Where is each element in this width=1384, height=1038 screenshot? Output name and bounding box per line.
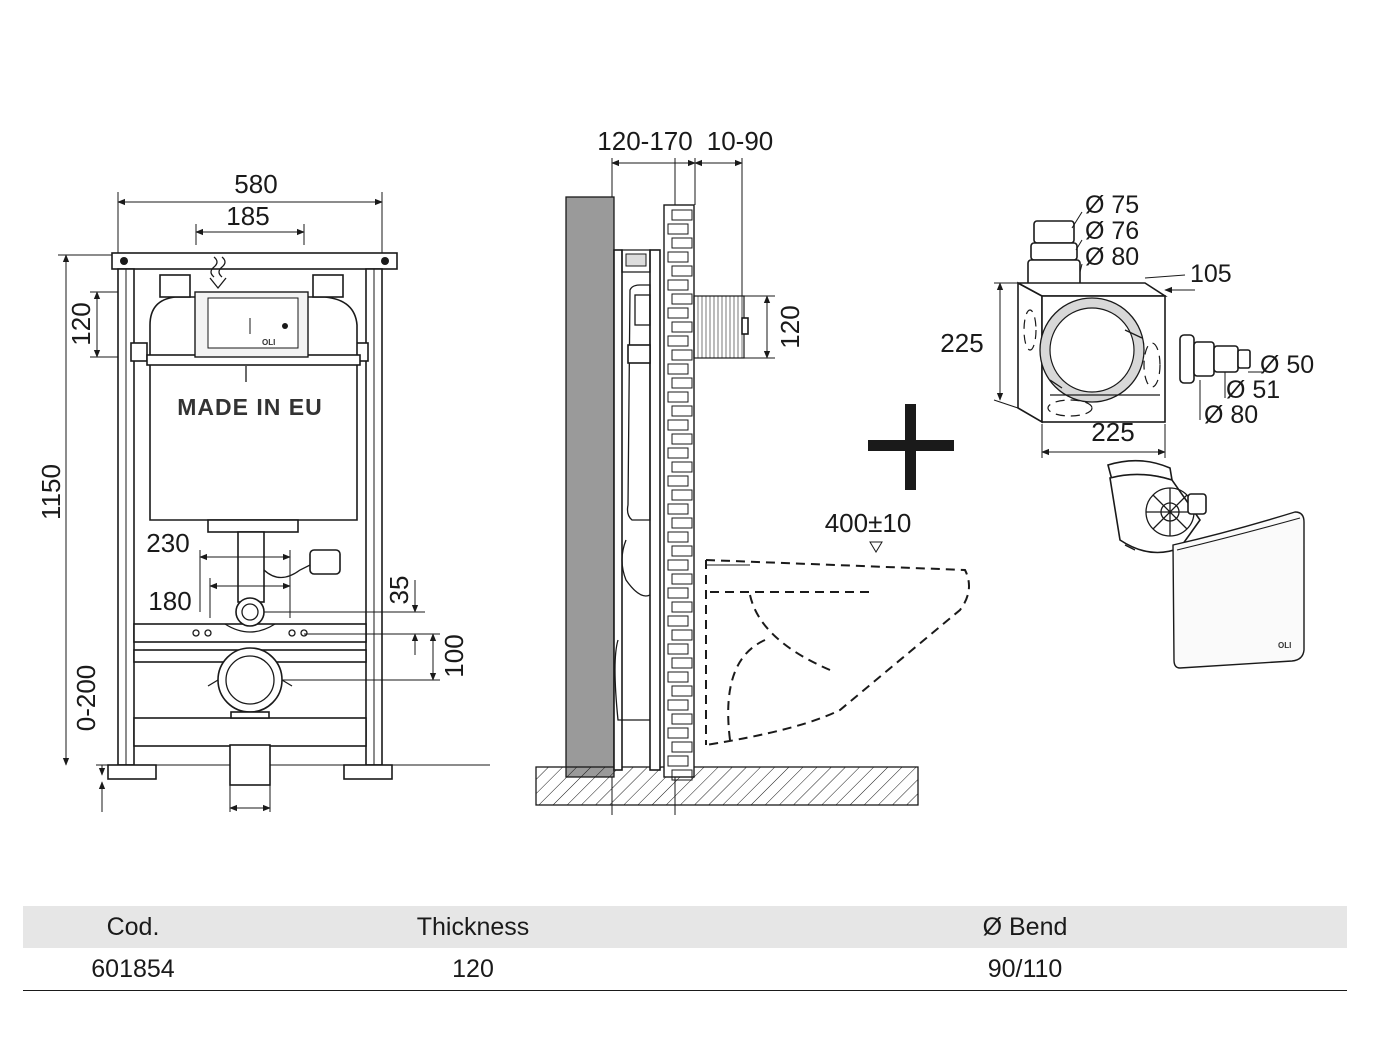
dim-width-inner: 185 (226, 201, 269, 231)
header-thickness: Thickness (243, 906, 703, 948)
dim-bowl-height: 400±10 (825, 508, 912, 538)
fan-accessory: Ø 75 Ø 76 Ø 80 105 225 225 Ø 50 Ø 51 Ø 8… (940, 191, 1314, 669)
header-code: Cod. (23, 906, 243, 948)
dim-wall-range: 10-90 (707, 126, 774, 156)
label-dia-80-top: Ø 80 (1085, 243, 1139, 271)
dim-offset-100: 100 (439, 634, 469, 677)
dim-pipe-height: 120 (775, 305, 805, 348)
cell-code: 601854 (23, 948, 243, 991)
floor (535, 766, 919, 806)
spec-table: Cod. Thickness Ø Bend 601854 120 90/110 (23, 906, 1347, 991)
dim-width-total: 580 (234, 169, 277, 199)
plus-sign (868, 404, 954, 490)
label-width-225: 225 (1091, 417, 1134, 447)
label-dia-80-side: Ø 80 (1204, 401, 1258, 429)
label-dia-50: Ø 50 (1260, 351, 1314, 379)
dim-offset-35: 35 (384, 576, 414, 605)
dim-spacing-180: 180 (148, 586, 191, 616)
dim-height-top: 120 (66, 302, 96, 345)
side-view: 120-170 10-90 120 400±10 (535, 126, 970, 815)
table-row: 601854 120 90/110 (23, 948, 1347, 991)
dim-height-total: 1150 (36, 464, 66, 520)
label-dia-75: Ø 75 (1085, 191, 1139, 219)
label-dia-51: Ø 51 (1226, 376, 1280, 404)
dim-adjust-range: 0-200 (71, 665, 101, 732)
header-bend: Ø Bend (703, 906, 1347, 948)
dim-spacing-230: 230 (146, 528, 189, 558)
label-height-225: 225 (940, 328, 983, 358)
back-wall (565, 196, 615, 778)
cistern-stamp: MADE IN EU (177, 394, 322, 420)
dim-depth-range: 120-170 (597, 126, 692, 156)
technical-drawing: 580 185 1150 120 0-200 (36, 126, 1314, 815)
panel-brand-mark: OLI (1278, 641, 1291, 650)
cell-bend: 90/110 (703, 948, 1347, 991)
front-brand-mark: OLI (262, 338, 275, 347)
table-header-row: Cod. Thickness Ø Bend (23, 906, 1347, 948)
label-dia-76: Ø 76 (1085, 217, 1139, 245)
front-view: 580 185 1150 120 0-200 (36, 169, 490, 812)
label-depth-105: 105 (1190, 260, 1232, 288)
cell-thickness: 120 (243, 948, 703, 991)
